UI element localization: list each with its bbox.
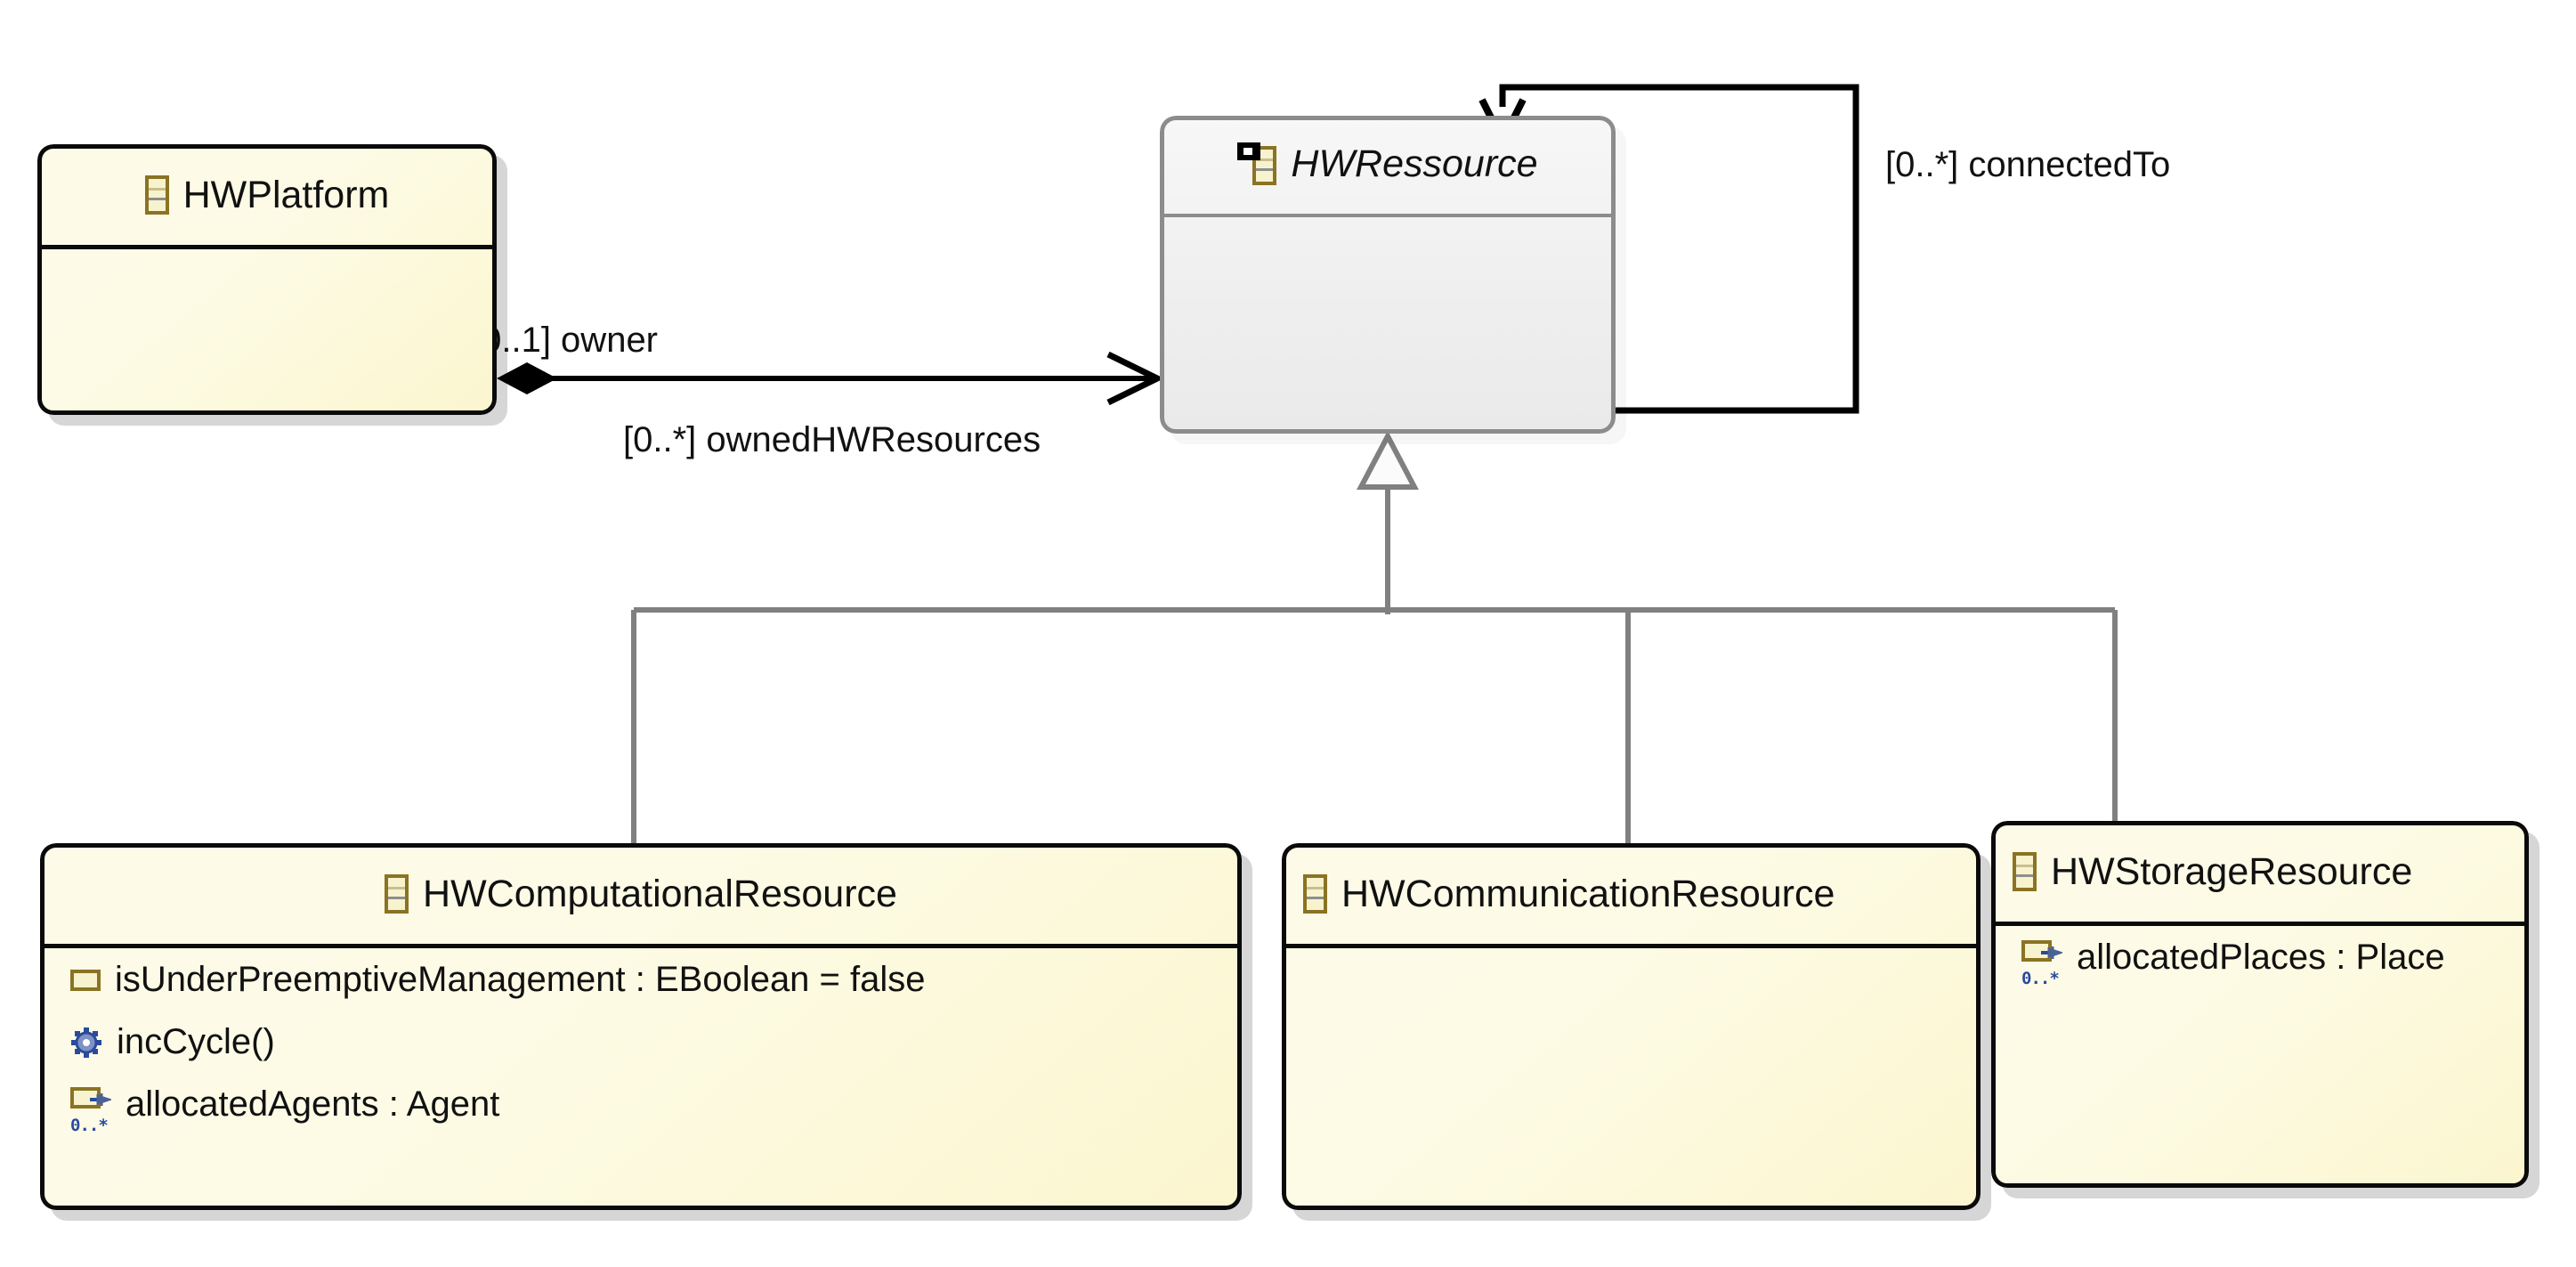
composition-target-label: [0..*] ownedHWResources — [623, 420, 1041, 459]
attribute-icon — [70, 970, 101, 991]
hwstorageresource-members: 0..* allocatedPlaces : Place — [1991, 937, 2529, 999]
generalization-tree[interactable] — [631, 430, 2118, 843]
hwcomputationalresource-separator — [45, 944, 1237, 948]
member-row[interactable]: incCycle() — [40, 1021, 1242, 1084]
reference-icon: 0..* — [70, 1087, 111, 1135]
reference-multiplicity: 0..* — [2021, 969, 2060, 988]
hwplatform-frame — [37, 144, 497, 415]
member-label: incCycle() — [117, 1022, 275, 1061]
self-association-label: [0..*] connectedTo — [1885, 145, 2171, 184]
composition-edge[interactable] — [497, 351, 1164, 406]
reference-icon: 0..* — [2021, 940, 2062, 988]
hwstorageresource-separator — [1996, 922, 2524, 926]
member-row[interactable]: 0..* allocatedPlaces : Place — [1991, 937, 2529, 999]
member-row[interactable]: isUnderPreemptiveManagement : EBoolean =… — [40, 959, 1242, 1021]
hwcomputationalresource-members: isUnderPreemptiveManagement : EBoolean =… — [40, 959, 1242, 1146]
class-node-hwcomputationalresource[interactable]: HWComputationalResource isUnderPreemptiv… — [40, 843, 1242, 1210]
member-label: isUnderPreemptiveManagement : EBoolean =… — [115, 960, 926, 999]
hwcommunicationresource-frame — [1282, 843, 1981, 1210]
hwcomputationalresource-frame — [40, 843, 1242, 1210]
hwstorageresource-frame — [1991, 821, 2529, 1188]
hwplatform-separator — [42, 245, 492, 249]
composition-source-label: [0..1] owner — [472, 321, 659, 360]
reference-multiplicity: 0..* — [70, 1116, 109, 1135]
class-node-hwressource[interactable]: HWRessource — [1160, 116, 1616, 434]
class-node-hwcommunicationresource[interactable]: HWCommunicationResource — [1282, 843, 1981, 1210]
member-label: allocatedPlaces : Place — [2077, 938, 2445, 977]
member-label: allocatedAgents : Agent — [126, 1084, 500, 1124]
hwressource-frame — [1160, 116, 1616, 434]
operation-icon — [70, 1027, 102, 1059]
hwcommunicationresource-separator — [1286, 944, 1976, 948]
hwressource-separator — [1164, 214, 1611, 217]
member-row[interactable]: 0..* allocatedAgents : Agent — [40, 1084, 1242, 1146]
class-node-hwplatform[interactable]: HWPlatform — [37, 144, 497, 415]
class-node-hwstorageresource[interactable]: HWStorageResource 0..* allocatedPlaces :… — [1991, 821, 2529, 1188]
